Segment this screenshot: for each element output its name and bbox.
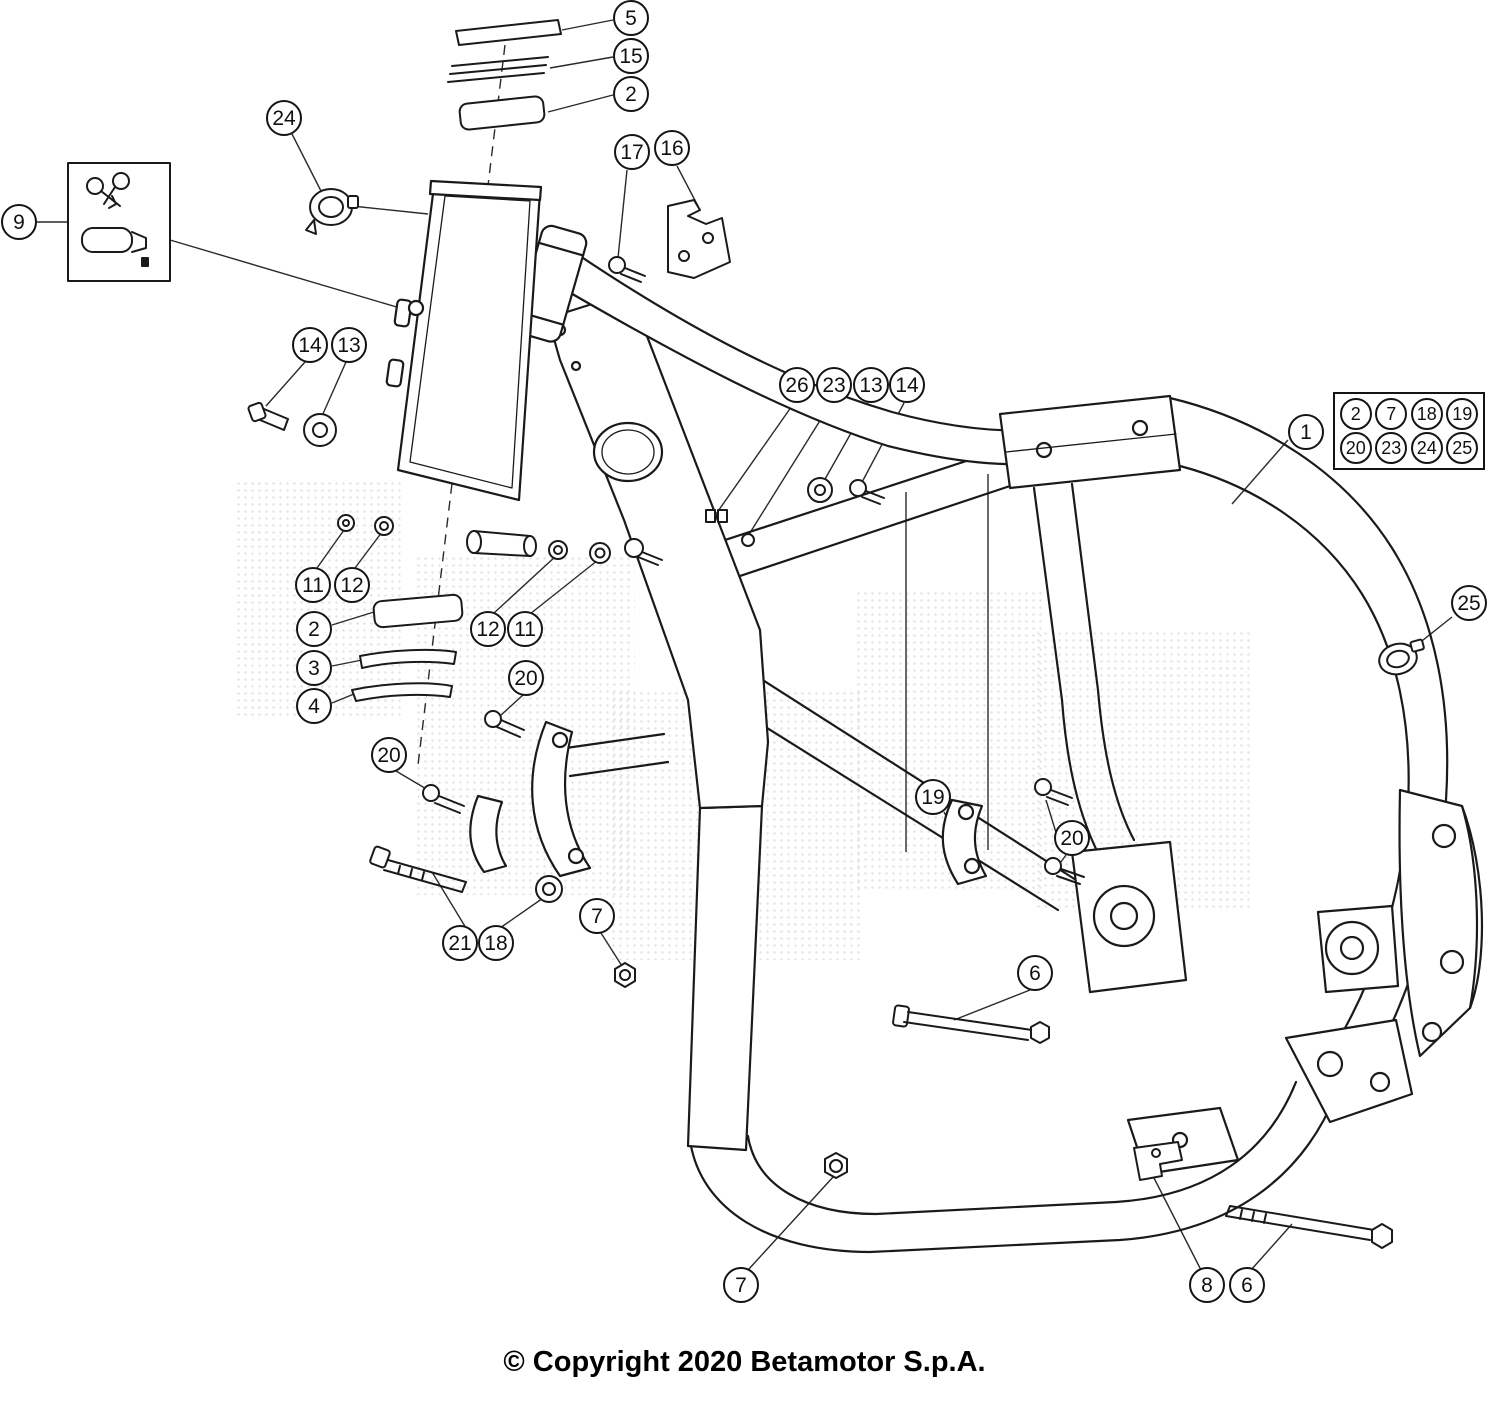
callout-11: 11	[507, 611, 543, 647]
callout-20: 20	[371, 737, 407, 773]
callout-1: 1	[1288, 414, 1324, 450]
hardware-parts	[67, 19, 1425, 1249]
front-plate	[385, 179, 543, 502]
callout-14: 14	[889, 367, 925, 403]
callout-26: 26	[779, 367, 815, 403]
callout-16: 16	[654, 130, 690, 166]
callout-25: 25	[1451, 585, 1487, 621]
legend-callout-7: 7	[1375, 398, 1408, 430]
legend-callout-25: 25	[1446, 432, 1479, 464]
legend-callout-20: 20	[1339, 432, 1372, 464]
callout-17: 17	[614, 134, 650, 170]
callout-4: 4	[296, 688, 332, 724]
frame-body	[469, 224, 1484, 1254]
callout-12: 12	[470, 611, 506, 647]
callout-20: 20	[1054, 820, 1090, 856]
callout-7: 7	[723, 1267, 759, 1303]
callout-15: 15	[613, 38, 649, 74]
callout-6: 6	[1229, 1267, 1265, 1303]
callout-12: 12	[334, 567, 370, 603]
callout-2: 2	[613, 76, 649, 112]
callout-13: 13	[853, 367, 889, 403]
callout-2: 2	[296, 611, 332, 647]
callout-14: 14	[292, 327, 328, 363]
callout-19: 19	[915, 779, 951, 815]
callout-18: 18	[478, 925, 514, 961]
legend-callout-18: 18	[1410, 398, 1443, 430]
callout-3: 3	[296, 650, 332, 686]
legend-callout-24: 24	[1410, 432, 1443, 464]
callout-13: 13	[331, 327, 367, 363]
legend-callout-19: 19	[1446, 398, 1479, 430]
callout-9: 9	[1, 204, 37, 240]
legend-callout-23: 23	[1375, 432, 1408, 464]
callout-6: 6	[1017, 955, 1053, 991]
callout-20: 20	[508, 660, 544, 696]
callout-5: 5	[613, 0, 649, 36]
copyright-text: © Copyright 2020 Betamotor S.p.A.	[503, 1346, 986, 1378]
legend-callout-2: 2	[1339, 398, 1372, 430]
callout-21: 21	[442, 925, 478, 961]
callout-7: 7	[579, 898, 615, 934]
callout-23: 23	[816, 367, 852, 403]
callout-11: 11	[295, 567, 331, 603]
callout-8: 8	[1189, 1267, 1225, 1303]
callout-24: 24	[266, 100, 302, 136]
